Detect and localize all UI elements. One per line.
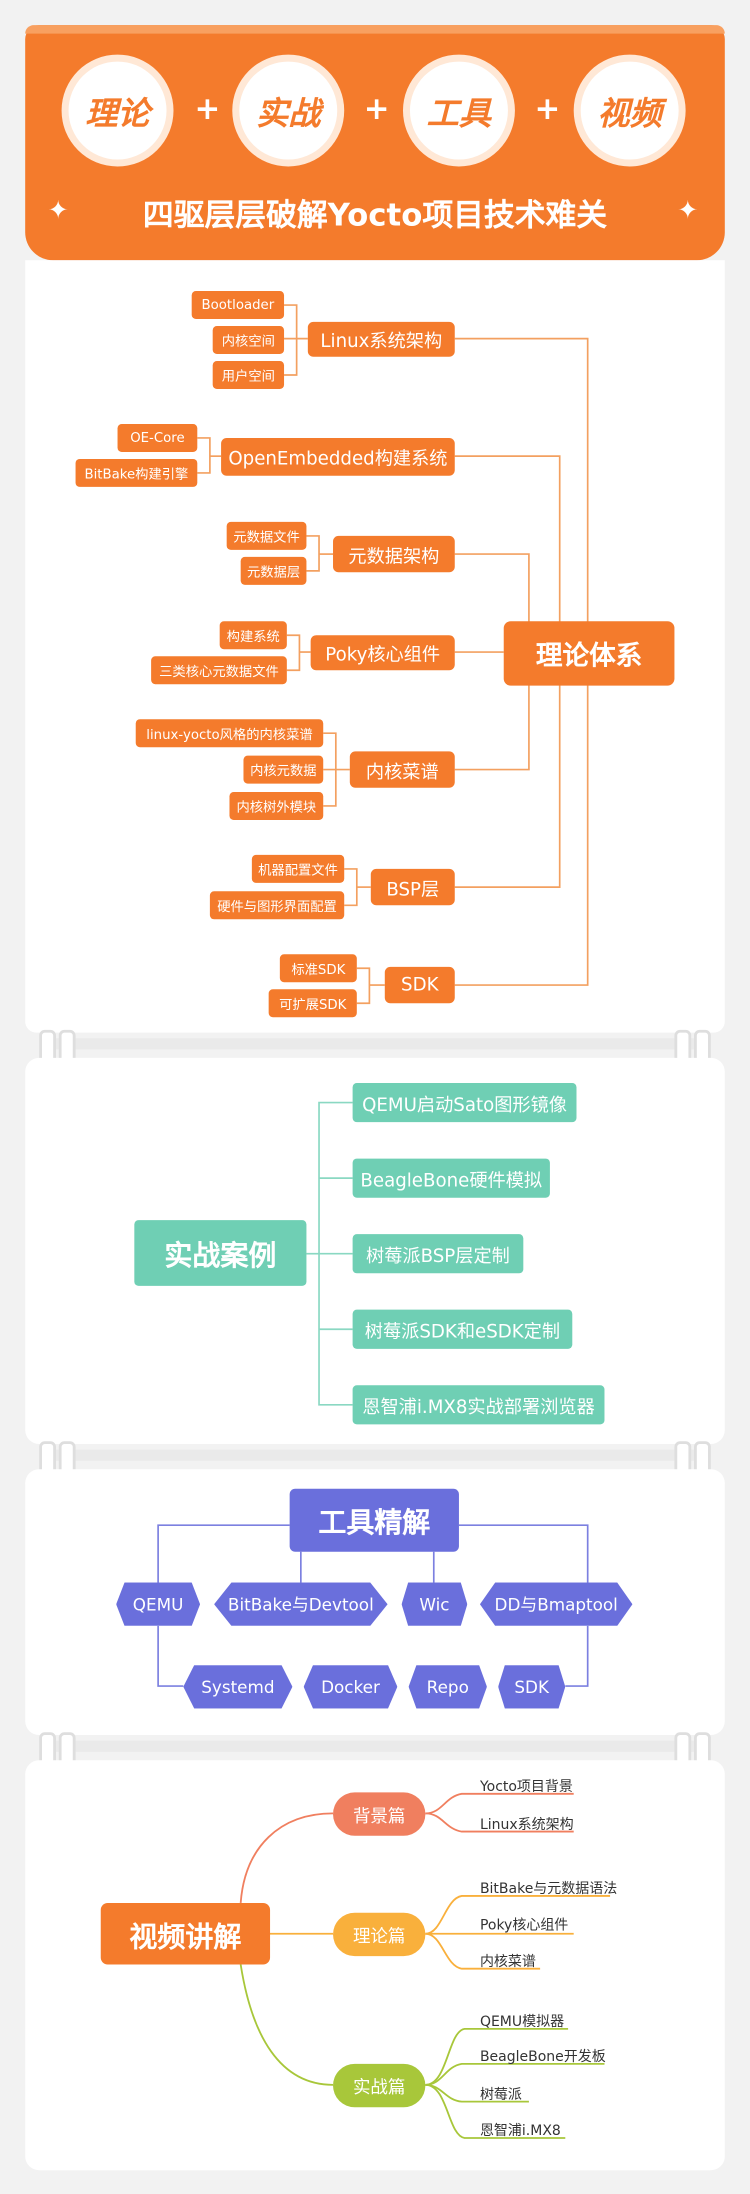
theory-leaf: 元数据层 — [240, 556, 307, 585]
theory-leaf: 内核树外模块 — [229, 791, 324, 820]
theory-branch-linux: Linux系统架构 — [307, 321, 455, 357]
circle-practice-label: 实战 — [239, 61, 338, 160]
theory-leaf: OE-Core — [117, 423, 198, 452]
theory-leaf: BitBake构建引擎 — [75, 458, 198, 487]
header-subtitle: 四驱层层破解Yocto项目技术难关 — [142, 198, 608, 234]
theory-leaf: 可扩展SDK — [268, 989, 357, 1018]
tool-item: Docker — [303, 1665, 398, 1709]
practice-item: 树莓派SDK和eSDK定制 — [352, 1309, 573, 1349]
theory-branch-bsp: BSP层 — [370, 868, 455, 906]
video-group-background: 背景篇 — [333, 1792, 426, 1836]
tool-item: BitBake与Devtool — [214, 1582, 388, 1626]
video-center: 视频讲解 — [100, 1902, 271, 1965]
theory-leaf: 用户空间 — [212, 361, 285, 389]
practice-item: 恩智浦i.MX8实战部署浏览器 — [352, 1385, 605, 1425]
video-item: BeagleBone开发板 — [479, 2049, 606, 2066]
theory-branch-sdk: SDK — [384, 966, 455, 1004]
video-item: Poky核心组件 — [479, 1918, 569, 1934]
video-item: Yocto项目背景 — [479, 1779, 573, 1796]
tool-item: SDK — [498, 1665, 566, 1709]
theory-leaf: 硬件与图形界面配置 — [209, 891, 345, 920]
practice-item: 树莓派BSP层定制 — [352, 1234, 524, 1274]
plus-sign: + — [194, 92, 221, 128]
tool-item: Repo — [408, 1665, 487, 1709]
theory-leaf: 元数据文件 — [226, 521, 307, 550]
theory-leaf: 标准SDK — [279, 954, 357, 983]
plus-sign: + — [363, 92, 390, 128]
tool-item: Systemd — [183, 1665, 293, 1709]
section-separator — [41, 1740, 709, 1752]
tool-item: Wic — [401, 1582, 468, 1626]
video-group-practice: 实战篇 — [333, 2063, 426, 2108]
theory-branch-kernel-recipe: 内核菜谱 — [349, 751, 455, 788]
video-item: BitBake与元数据语法 — [479, 1881, 618, 1898]
practice-item: QEMU启动Sato图形镜像 — [352, 1083, 577, 1123]
video-item: 恩智浦i.MX8 — [479, 2124, 561, 2140]
theory-leaf: 构建系统 — [219, 621, 287, 650]
section-separator — [41, 1449, 709, 1461]
circle-theory: 理论 — [61, 54, 174, 167]
plus-sign: + — [534, 92, 561, 128]
practice-item: BeagleBone硬件模拟 — [352, 1158, 550, 1198]
video-group-theory: 理论篇 — [333, 1912, 426, 1957]
theory-leaf: Bootloader — [191, 291, 285, 320]
theory-leaf: linux-yocto风格的内核菜谱 — [135, 719, 324, 748]
video-item: QEMU模拟器 — [479, 2014, 565, 2031]
star-left-icon: ✦ — [47, 195, 69, 226]
theory-branch-poky: Poky核心组件 — [310, 635, 455, 671]
theory-center: 理论体系 — [503, 621, 675, 686]
theory-branch-metadata: 元数据架构 — [333, 535, 455, 573]
circle-tools: 工具 — [402, 54, 515, 167]
video-item: 内核菜谱 — [479, 1954, 536, 1971]
theory-leaf: 三类核心元数据文件 — [151, 656, 287, 685]
circle-tools-label: 工具 — [409, 61, 508, 160]
theory-leaf: 内核空间 — [212, 326, 285, 355]
theory-branch-openembedded: OpenEmbedded构建系统 — [221, 437, 455, 476]
video-item: Linux系统架构 — [479, 1817, 574, 1833]
video-item: 树莓派 — [479, 2087, 522, 2104]
circle-theory-label: 理论 — [68, 61, 167, 160]
section-separator — [41, 1038, 709, 1050]
theory-leaf: 内核元数据 — [243, 755, 324, 784]
tool-item: QEMU — [116, 1582, 201, 1626]
tools-center: 工具精解 — [289, 1488, 459, 1552]
circle-video-label: 视频 — [580, 61, 679, 160]
circle-video: 视频 — [573, 54, 686, 167]
circle-practice: 实战 — [232, 54, 345, 167]
star-right-icon: ✦ — [677, 195, 699, 226]
theory-leaf: 机器配置文件 — [251, 854, 345, 883]
tool-item: DD与Bmaptool — [479, 1582, 633, 1626]
practice-center: 实战案例 — [134, 1220, 307, 1286]
header-highlight — [25, 25, 725, 34]
